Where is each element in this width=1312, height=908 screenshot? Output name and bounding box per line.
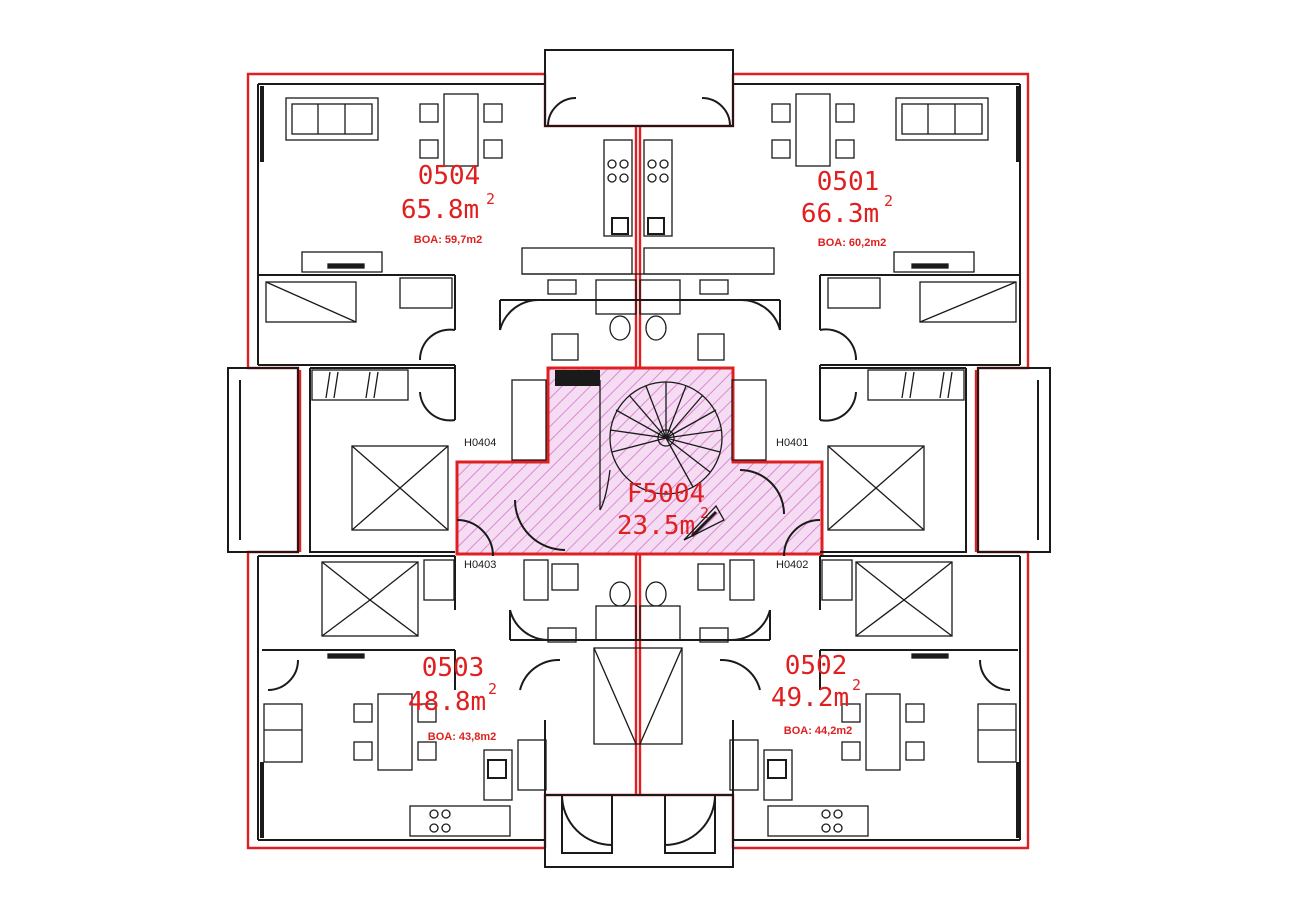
balcony-left — [227, 367, 299, 553]
unit-boa: BOA: 44,2m2 — [784, 725, 852, 737]
hatched-wall-block — [555, 370, 600, 386]
balcony-bottom — [544, 794, 734, 868]
unit-area-superscript: 2 — [486, 190, 495, 208]
unit-boa: BOA: 43,8m2 — [428, 731, 496, 743]
unit-area: 49.2m — [771, 683, 849, 713]
desks — [301, 251, 975, 659]
unit-label-0501: 0501 66.3m 2 BOA: 60,2m2 — [801, 167, 893, 249]
unit-area: 48.8m — [408, 687, 486, 717]
beds — [265, 281, 1017, 637]
hallway-tag: H0404 — [464, 437, 496, 449]
common-code: F5004 — [627, 479, 705, 509]
interior-walls — [258, 274, 1020, 795]
unit-area-superscript: 2 — [884, 192, 893, 210]
common-area — [455, 366, 824, 556]
straight-staircase — [593, 647, 683, 745]
unit-code: 0501 — [817, 167, 880, 197]
hallway-tag: H0403 — [464, 559, 496, 571]
unit-code: 0504 — [418, 161, 481, 191]
spiral-staircase — [599, 380, 723, 511]
dining-tables — [353, 93, 925, 771]
bathrooms — [511, 279, 767, 643]
unit-code: 0503 — [422, 653, 485, 683]
unit-area-superscript: 2 — [852, 676, 861, 694]
hallway-tag: H0402 — [776, 559, 808, 571]
unit-boa: BOA: 59,7m2 — [414, 234, 482, 246]
wardrobes — [311, 277, 965, 791]
unit-code: 0502 — [785, 651, 848, 681]
common-area-superscript: 2 — [700, 504, 709, 522]
stair-arrow-icon — [683, 504, 725, 541]
balcony-top — [544, 49, 734, 127]
stair-arrow-shaft — [690, 510, 718, 538]
hallway-tag: H0401 — [776, 437, 808, 449]
exterior-walls — [257, 83, 1021, 841]
unit-label-0503: 0503 48.8m 2 BOA: 43,8m2 — [408, 653, 497, 743]
common-area-value: 23.5m — [617, 511, 695, 541]
unit-label-0502: 0502 49.2m 2 BOA: 44,2m2 — [771, 651, 861, 737]
unit-boa: BOA: 60,2m2 — [818, 237, 886, 249]
unit-area: 66.3m — [801, 199, 879, 229]
sofas — [263, 97, 1017, 763]
balcony-right — [977, 367, 1051, 553]
common-area-label: F5004 23.5m 2 — [617, 479, 725, 541]
unit-area: 65.8m — [401, 195, 479, 225]
unit-area-superscript: 2 — [488, 680, 497, 698]
kitchen-counters — [409, 139, 869, 837]
unit-label-0504: 0504 65.8m 2 BOA: 59,7m2 — [401, 161, 495, 246]
